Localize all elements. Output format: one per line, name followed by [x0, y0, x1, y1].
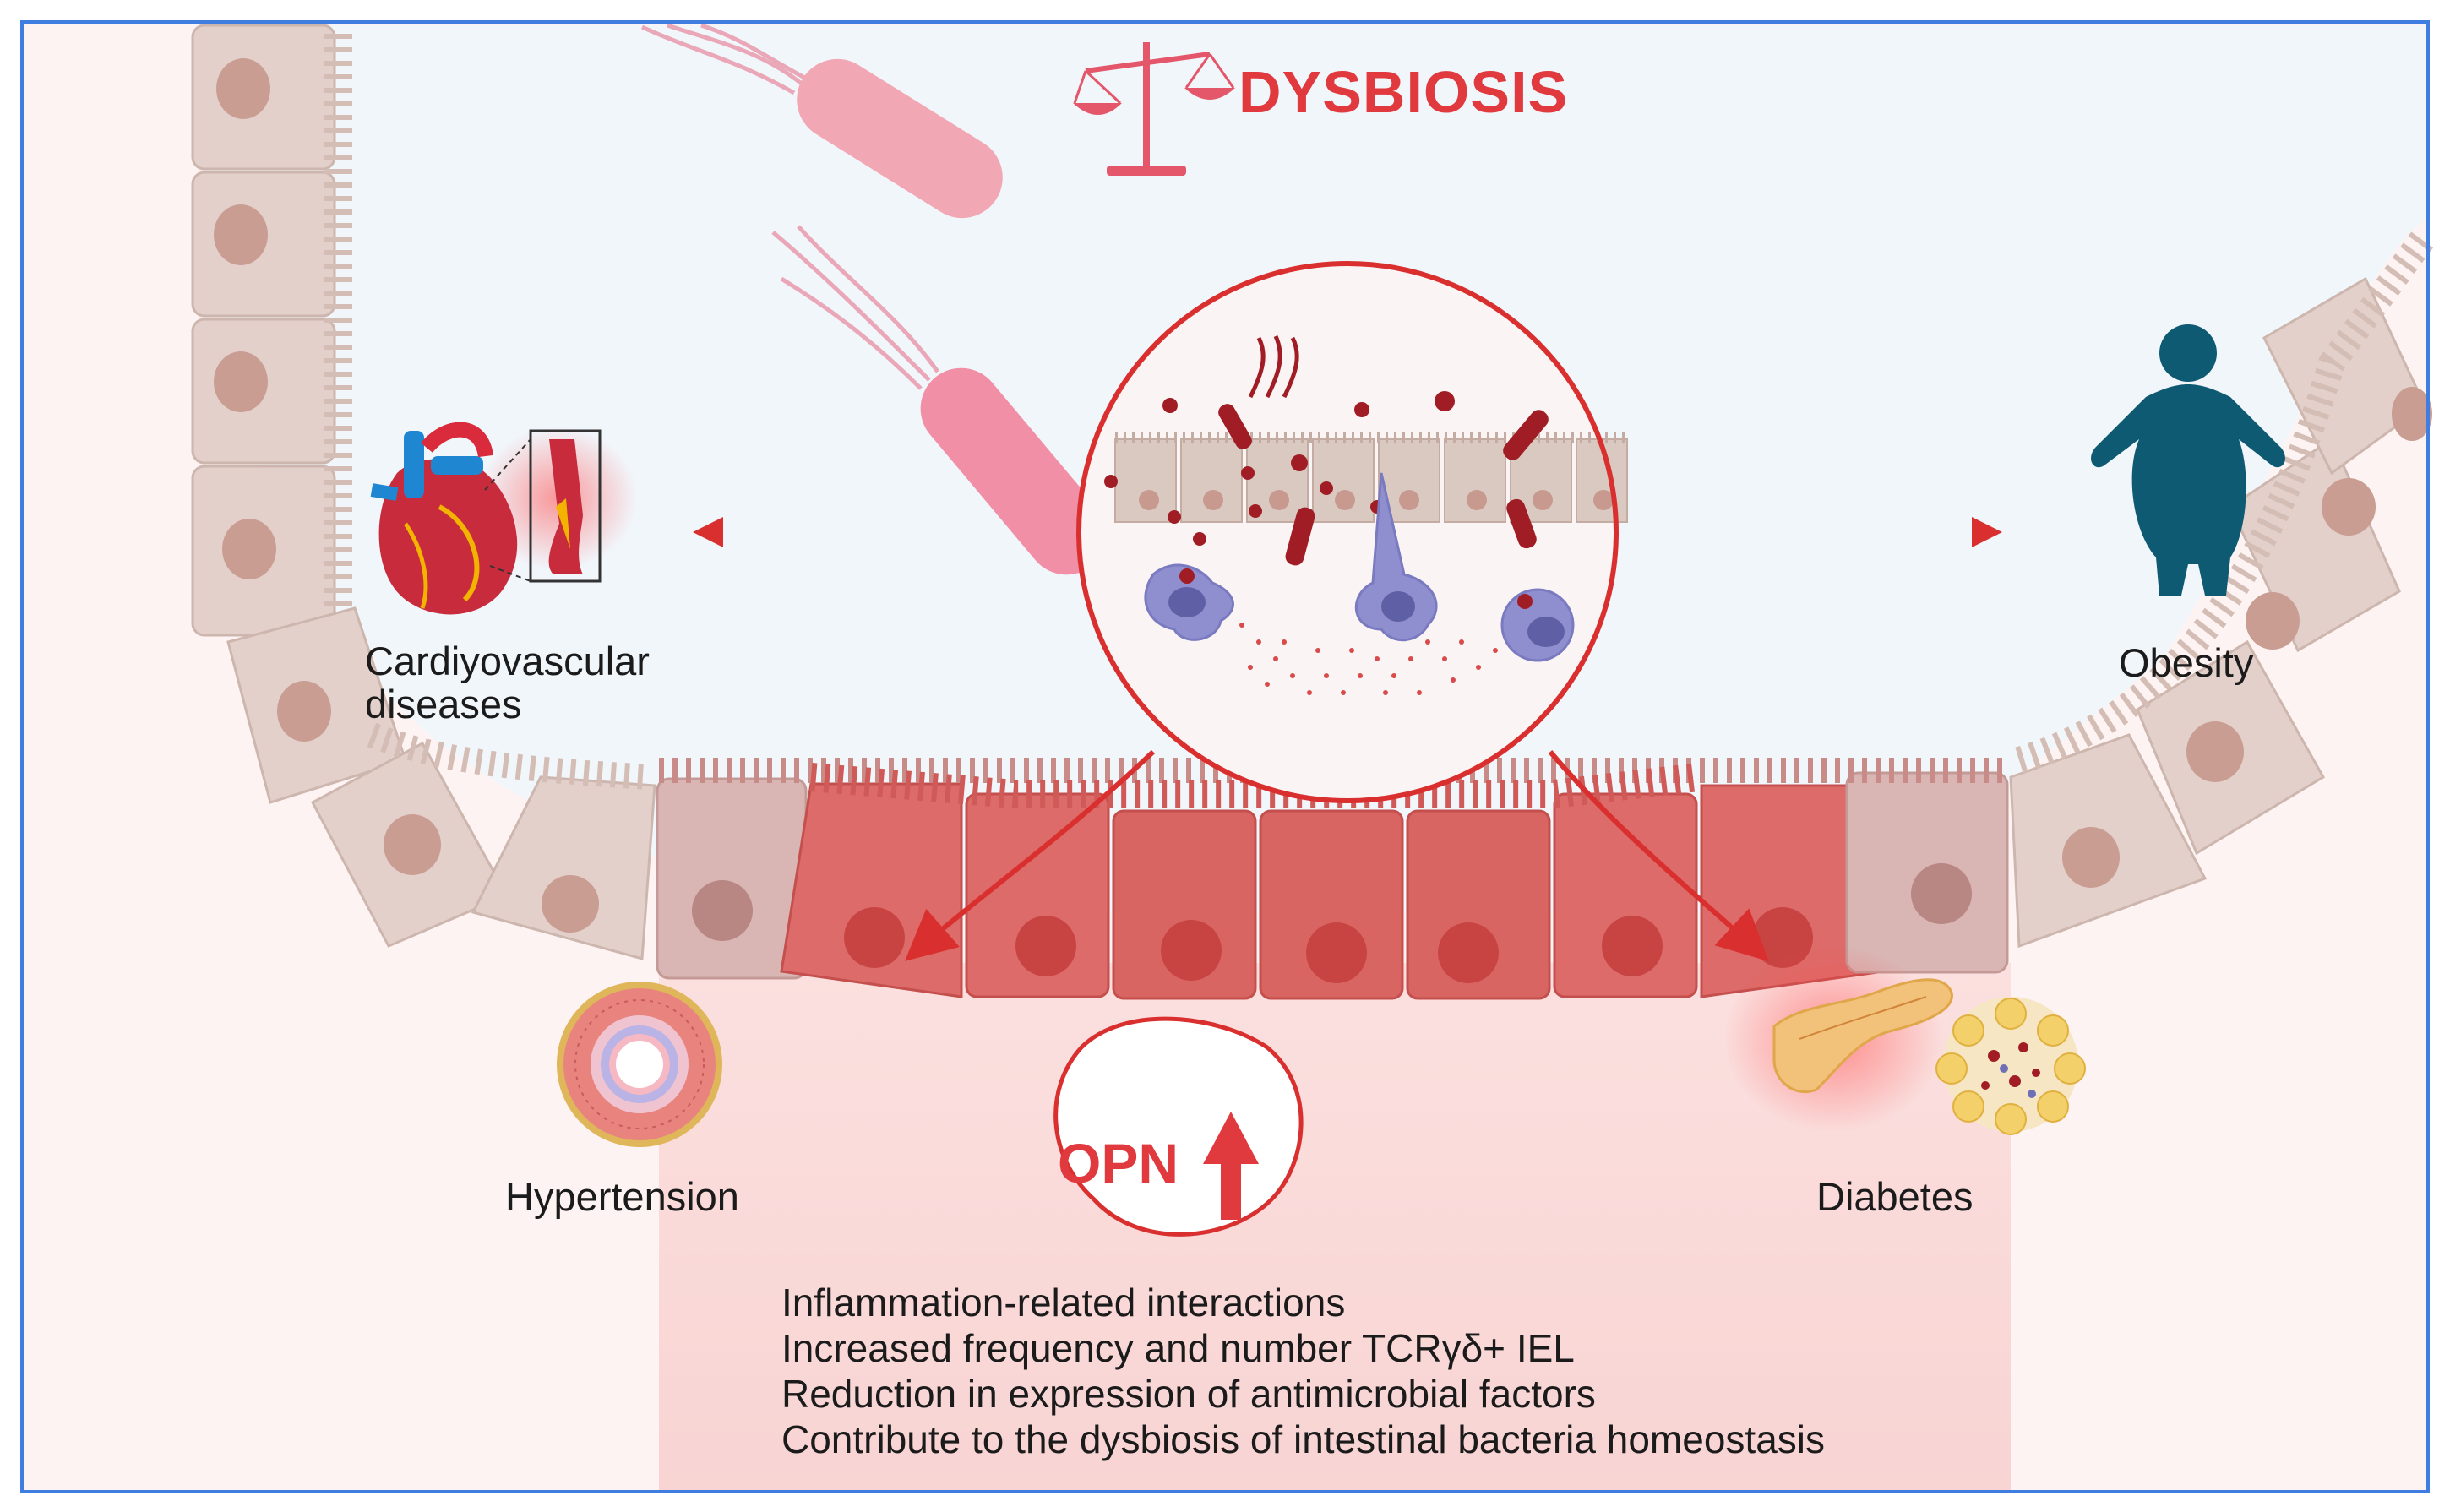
opn-label: OPN: [1058, 1132, 1179, 1194]
heart-icon: [370, 422, 638, 615]
label-diabetes: Diabetes: [1816, 1174, 1974, 1219]
adipose-icon: [1936, 997, 2086, 1135]
title-dysbiosis: DYSBIOSIS: [1239, 59, 1569, 125]
up-arrow-icon: [1203, 1112, 1259, 1220]
label-obesity: Obesity: [2119, 640, 2254, 685]
effect-item: Contribute to the dysbiosis of intestina…: [781, 1417, 1825, 1461]
bacteria-icon: [771, 225, 1108, 575]
effect-item: Inflammation-related interactions: [781, 1281, 1346, 1324]
epithelium-left-column: [191, 24, 352, 637]
arrow-to-hypertension: [904, 749, 1156, 961]
effect-item: Increased frequency and number TCRγδ+ IE…: [781, 1326, 1575, 1370]
arrow-head: [1972, 517, 2002, 547]
bacteria-icon: [640, 23, 1003, 219]
arrow-head: [693, 517, 723, 547]
effects-list: Inflammation-related interactions Increa…: [781, 1281, 1825, 1465]
label-hypertension: Hypertension: [505, 1174, 739, 1219]
epithelium-right-curve: [2009, 228, 2436, 949]
effect-item: Reduction in expression of antimicrobial…: [781, 1372, 1596, 1416]
epithelium-left-curve: [226, 606, 656, 960]
artery-icon: [557, 982, 722, 1147]
person-icon: [2091, 324, 2285, 596]
arrow-to-diabetes: [1548, 750, 1769, 962]
pancreas-icon: [1723, 946, 1953, 1132]
outer-frame: [20, 20, 2430, 1493]
scale-icon: [1073, 42, 1235, 176]
label-line: diseases: [365, 681, 522, 726]
label-cardiovascular: Cardiyovascular diseases: [365, 639, 650, 726]
label-line: Cardiyovascular: [365, 639, 650, 683]
magnified-mucosa-circle: [1076, 261, 1628, 803]
